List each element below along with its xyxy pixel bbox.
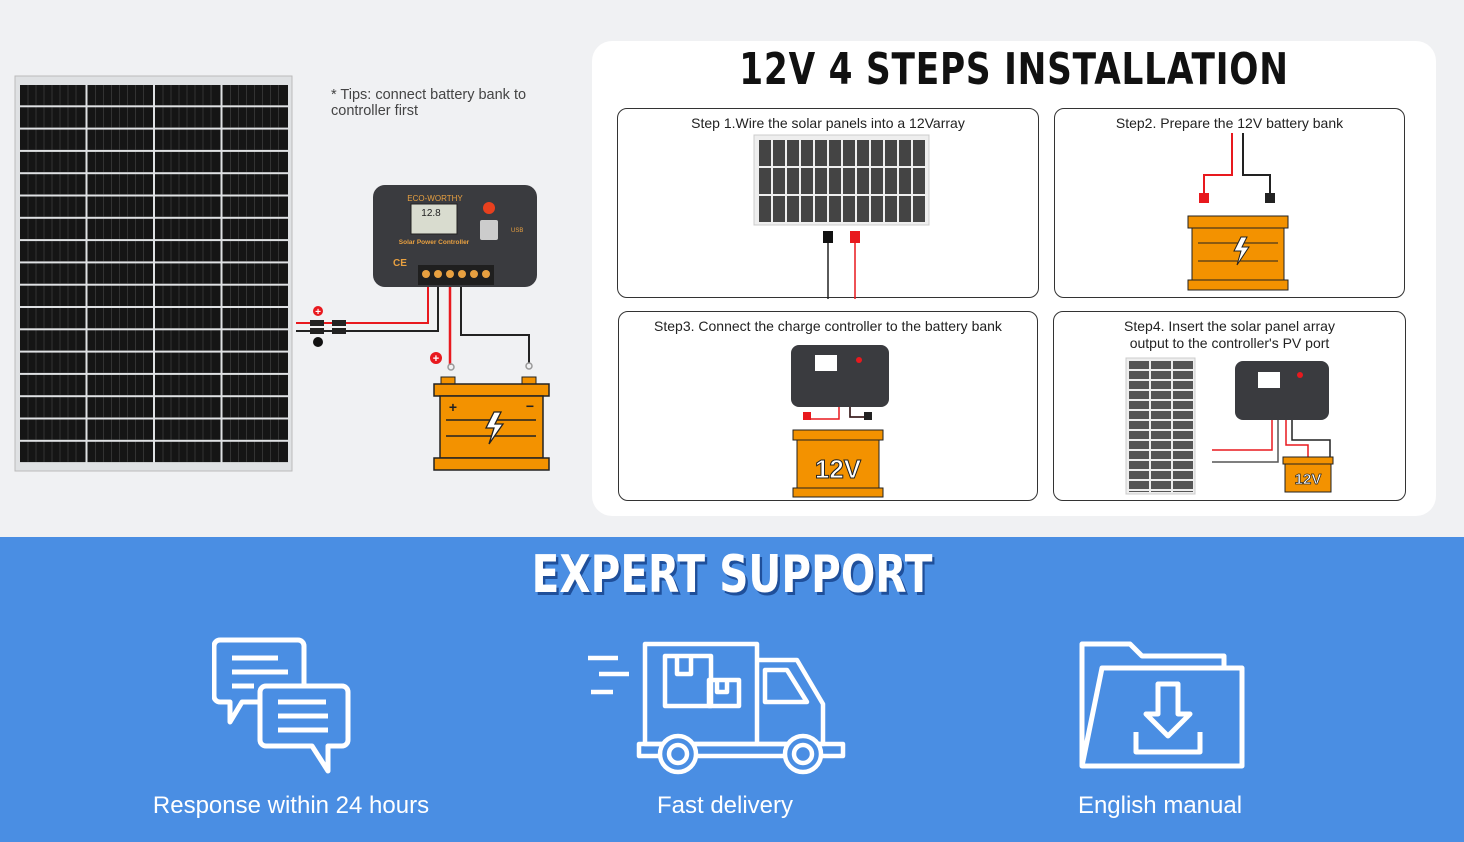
solar-kit-diagram: + + ECO-WORTHY 12.8 Solar Power Controll… [14,75,550,472]
step-2-panel: Step2. Prepare the 12V battery bank [1054,108,1405,298]
step-2-caption: Step2. Prepare the 12V battery bank [1115,115,1344,131]
svg-text:12.8: 12.8 [421,208,441,219]
step-3-caption: Step3. Connect the charge controller to … [654,318,1002,334]
battery: + − [433,376,550,471]
feature-response-label: Response within 24 hours [152,792,430,819]
feature-manual-label: English manual [1077,792,1243,819]
svg-text:ECO-WORTHY: ECO-WORTHY [407,194,463,203]
wires: + + [296,285,533,371]
step-4-panel: Step4. Insert the solar panel array outp… [1053,311,1406,501]
step-2-illustration [1187,133,1289,291]
svg-text:+: + [449,399,457,415]
solar-panel [14,75,293,472]
folder-download-icon [1079,641,1245,769]
feature-delivery-label: Fast delivery [656,792,794,819]
step-1-panel: Step 1.Wire the solar panels into a 12Va… [617,108,1039,299]
svg-text:CE: CE [393,258,407,269]
svg-text:+: + [433,353,439,365]
svg-text:Solar Power Controller: Solar Power Controller [399,239,470,246]
battery-12v-label: 12V [1295,471,1322,488]
delivery-truck-icon [588,641,846,775]
svg-text:+: + [315,307,321,318]
expert-support-title: EXPERT SUPPORT [531,545,933,605]
step-4-illustration: 12V [1125,357,1334,495]
battery-12v-label: 12V [815,454,862,484]
step-1-caption: Step 1.Wire the solar panels into a 12Va… [691,115,965,131]
chat-bubbles-icon [212,637,351,774]
installation-title: 12V 4 STEPS INSTALLATION [739,44,1289,95]
step-3-illustration: 12V [791,345,889,498]
svg-text:USB: USB [511,228,523,234]
charge-controller: ECO-WORTHY 12.8 Solar Power Controller U… [373,185,537,287]
svg-text:−: − [526,398,534,414]
step-3-panel: Step3. Connect the charge controller to … [618,311,1038,501]
step-4-caption: Step4. Insert the solar panel array outp… [1124,318,1335,351]
step-1-illustration [753,134,930,299]
tip-text: * Tips: connect battery bank to controll… [331,87,527,119]
